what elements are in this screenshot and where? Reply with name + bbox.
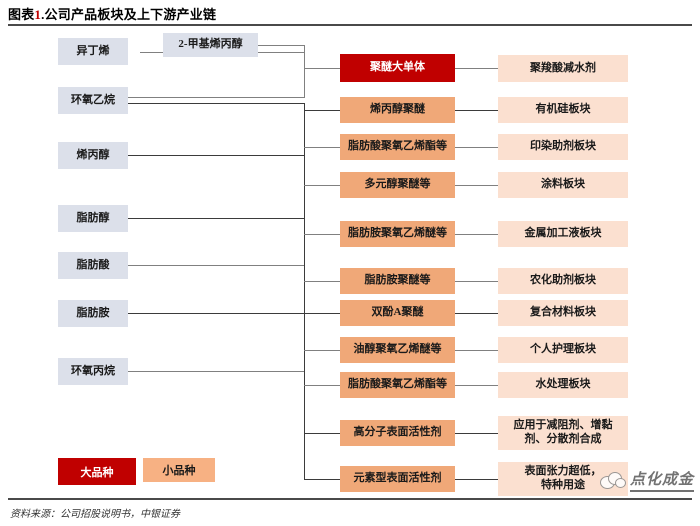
watermark: 点化成金 xyxy=(599,468,694,492)
bus-macromonomer xyxy=(304,45,305,97)
upstream-node-allyl-alcohol[interactable]: 烯丙醇 xyxy=(58,142,128,169)
watermark-text: 点化成金 xyxy=(629,468,694,492)
link-down-10 xyxy=(455,433,498,434)
downstream-node-personal-care[interactable]: 个人护理板块 xyxy=(498,337,628,363)
link-down-11 xyxy=(455,479,498,480)
figure-title-number: 1 xyxy=(34,7,42,22)
stub-mid-6 xyxy=(304,281,340,282)
connector-eo-top xyxy=(127,97,305,98)
connector-fatty-alcohol xyxy=(127,218,305,219)
midstream-node-fatty-amine-poe-ether[interactable]: 脂肪胺聚氧乙烯醚等 xyxy=(340,221,455,247)
upstream-node-fatty-acid[interactable]: 脂肪酸 xyxy=(58,252,128,279)
midstream-node-polyol-polyether[interactable]: 多元醇聚醚等 xyxy=(340,172,455,198)
connector-fatty-acid xyxy=(127,265,305,266)
stub-mid-5 xyxy=(304,234,340,235)
midstream-node-allyl-alcohol-polyether[interactable]: 烯丙醇聚醚 xyxy=(340,97,455,123)
legend-major-variety: 大品种 xyxy=(58,458,136,485)
link-down-2 xyxy=(455,110,498,111)
downstream-node-silicone[interactable]: 有机硅板块 xyxy=(498,97,628,123)
source-note: 资料来源：公司招股说明书，中银证券 xyxy=(10,509,180,520)
connector-into-macromonomer xyxy=(304,68,340,69)
downstream-node-composite-materials[interactable]: 复合材料板块 xyxy=(498,300,628,326)
midstream-node-fatty-amine-polyether[interactable]: 脂肪胺聚醚等 xyxy=(340,268,455,294)
connector-mapol-out xyxy=(258,45,305,46)
stub-mid-8 xyxy=(304,350,340,351)
downstream-node-agrochemical-adjuvants[interactable]: 农化助剂板块 xyxy=(498,268,628,294)
upstream-node-fatty-alcohol[interactable]: 脂肪醇 xyxy=(58,205,128,232)
midstream-node-polymeric-surfactant[interactable]: 高分子表面活性剂 xyxy=(340,420,455,446)
downstream-node-textile-auxiliaries[interactable]: 印染助剂板块 xyxy=(498,134,628,160)
midstream-node-fatty-acid-poe-ester-2[interactable]: 脂肪酸聚氧乙烯酯等 xyxy=(340,372,455,398)
upstream-node-fatty-amine[interactable]: 脂肪胺 xyxy=(58,300,128,327)
link-down-6 xyxy=(455,281,498,282)
bottom-divider xyxy=(8,498,692,500)
link-down-9 xyxy=(455,385,498,386)
link-down-7 xyxy=(455,313,498,314)
connector-eo-main xyxy=(127,103,305,104)
midstream-node-bisphenol-a-polyether[interactable]: 双酚A聚醚 xyxy=(340,300,455,326)
stub-mid-4 xyxy=(304,185,340,186)
stub-mid-11 xyxy=(304,479,340,480)
link-down-3 xyxy=(455,147,498,148)
legend-minor-variety: 小品种 xyxy=(143,458,215,482)
link-down-5 xyxy=(455,234,498,235)
figure-title-text: .公司产品板块及上下游产业链 xyxy=(41,7,217,22)
cloud-logo-icon xyxy=(599,470,626,490)
top-divider xyxy=(8,24,692,26)
midstream-node-oleyl-poe-ether[interactable]: 油醇聚氧乙烯醚等 xyxy=(340,337,455,363)
connector-allyl-alcohol xyxy=(127,155,305,156)
downstream-node-water-treatment[interactable]: 水处理板块 xyxy=(498,372,628,398)
upstream-node-methylallyl-alcohol[interactable]: 2-甲基烯丙醇 xyxy=(163,33,258,57)
bus-midstream xyxy=(304,103,305,479)
link-down-1 xyxy=(455,68,498,69)
stub-mid-10 xyxy=(304,433,340,434)
link-down-8 xyxy=(455,350,498,351)
upstream-node-ethylene-oxide[interactable]: 环氧乙烷 xyxy=(58,87,128,114)
stub-mid-2 xyxy=(304,110,340,111)
figure-title-prefix: 图表 xyxy=(8,7,35,22)
figure-title: 图表1.公司产品板块及上下游产业链 xyxy=(8,4,692,24)
stub-mid-3 xyxy=(304,147,340,148)
downstream-node-pce-water-reducer[interactable]: 聚羧酸减水剂 xyxy=(498,55,628,82)
connector-fatty-amine xyxy=(127,313,305,314)
stub-mid-7 xyxy=(304,313,340,314)
downstream-node-coatings[interactable]: 涂料板块 xyxy=(498,172,628,198)
midstream-node-element-surfactant[interactable]: 元素型表面活性剂 xyxy=(340,466,455,492)
upstream-node-propylene-oxide[interactable]: 环氧丙烷 xyxy=(58,358,128,385)
midstream-node-polyether-macromonomer[interactable]: 聚醚大单体 xyxy=(340,54,455,82)
midstream-node-fatty-acid-poe-ester[interactable]: 脂肪酸聚氧乙烯酯等 xyxy=(340,134,455,160)
upstream-node-isobutylene[interactable]: 异丁烯 xyxy=(58,38,128,65)
downstream-node-metalworking-fluid[interactable]: 金属加工液板块 xyxy=(498,221,628,247)
connector-po xyxy=(127,371,305,372)
stub-mid-9 xyxy=(304,385,340,386)
link-down-4 xyxy=(455,185,498,186)
downstream-node-drag-reducer-applications[interactable]: 应用于减阻剂、增黏 剂、分散剂合成 xyxy=(498,416,628,450)
